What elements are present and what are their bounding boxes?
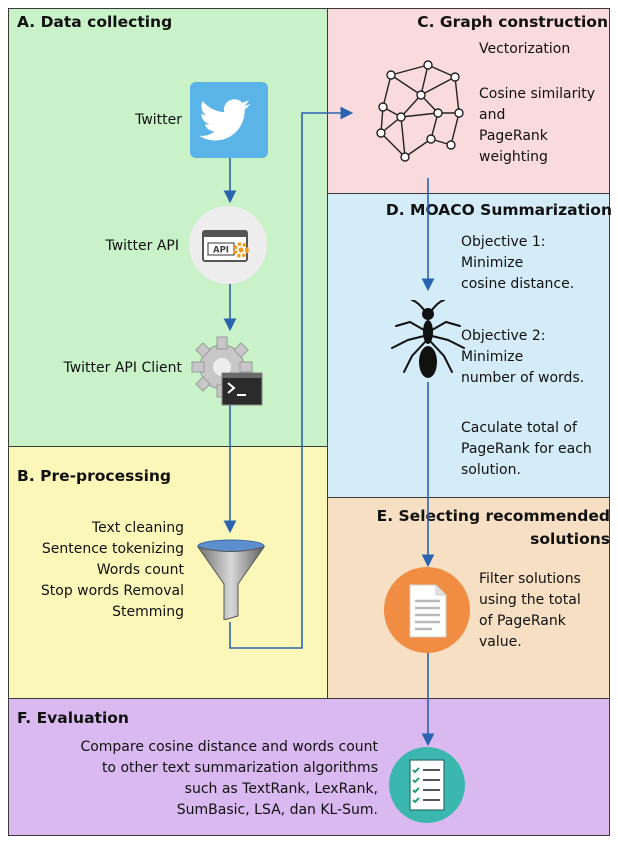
funnel-icon bbox=[196, 539, 266, 620]
objective-1-line-3: cosine distance. bbox=[461, 276, 575, 292]
document-icon bbox=[384, 567, 470, 653]
step-stop-words-removal: Stop words Removal bbox=[40, 583, 184, 599]
checklist-icon bbox=[389, 747, 465, 823]
graph-vectorization: Vectorization bbox=[479, 41, 571, 57]
calc-line-1: Caculate total of bbox=[461, 420, 577, 436]
panel-title-d: D. MOACO Summarization bbox=[385, 201, 612, 219]
step-sentence-tokenizing: Sentence tokenizing bbox=[41, 541, 184, 557]
panel-title-f: F. Evaluation bbox=[17, 709, 129, 727]
objective-2-line-3: number of words. bbox=[461, 370, 585, 386]
panel-selecting-solutions bbox=[327, 497, 610, 700]
calc-line-2: PageRank for each bbox=[461, 441, 592, 457]
eval-line-2: to other text summarization algorithms bbox=[101, 760, 378, 776]
eval-line-3: such as TextRank, LexRank, bbox=[184, 781, 378, 797]
label-twitter-api: Twitter API bbox=[105, 238, 179, 254]
panel-title-c: C. Graph construction bbox=[417, 13, 608, 31]
graph-line-4: weighting bbox=[479, 149, 548, 165]
graph-network-icon bbox=[376, 60, 464, 162]
step-text-cleaning: Text cleaning bbox=[91, 520, 184, 536]
panel-title-e-line2: solutions bbox=[530, 530, 610, 548]
graph-weighting: Cosine similarity and PageRank weighting bbox=[479, 84, 595, 168]
panel-graph-construction bbox=[327, 8, 610, 195]
select-line-1: Filter solutions bbox=[479, 571, 581, 587]
calc-line-3: solution. bbox=[461, 462, 521, 478]
evaluation-description: Compare cosine distance and words count … bbox=[80, 737, 378, 821]
selection-description: Filter solutions using the total of Page… bbox=[479, 569, 581, 653]
objective-1-line-1: Objective 1: bbox=[461, 234, 546, 250]
api-window-icon: API bbox=[189, 206, 267, 284]
select-line-4: value. bbox=[479, 634, 522, 650]
pagerank-calculation: Caculate total of PageRank for each solu… bbox=[461, 418, 592, 481]
select-line-3: of PageRank bbox=[479, 613, 566, 629]
api-badge-text: API bbox=[213, 246, 229, 256]
panel-title-e: E. Selecting recommended bbox=[376, 507, 610, 525]
panel-title-b: B. Pre-processing bbox=[17, 467, 172, 485]
label-twitter: Twitter bbox=[135, 112, 182, 128]
ant-icon bbox=[391, 300, 465, 378]
objective-1-line-2: Minimize bbox=[461, 255, 524, 271]
step-stemming: Stemming bbox=[112, 604, 184, 620]
graph-line-1: Cosine similarity bbox=[479, 86, 596, 102]
preprocess-steps: Text cleaning Sentence tokenizing Words … bbox=[41, 518, 184, 623]
panel-evaluation bbox=[8, 698, 610, 836]
label-twitter-api-client: Twitter API Client bbox=[63, 360, 182, 376]
graph-line-2: and bbox=[479, 107, 506, 123]
panel-data-collecting bbox=[8, 8, 329, 448]
gear-terminal-icon bbox=[191, 336, 263, 406]
eval-line-4: SumBasic, LSA, dan KL-Sum. bbox=[176, 802, 378, 818]
objective-2: Objective 2: Minimize number of words. bbox=[461, 326, 584, 389]
objective-2-line-1: Objective 2: bbox=[461, 328, 546, 344]
eval-line-1: Compare cosine distance and words count bbox=[80, 739, 378, 755]
objective-1: Objective 1: Minimize cosine distance. bbox=[461, 232, 574, 295]
twitter-bird-icon bbox=[190, 82, 268, 158]
objective-2-line-2: Minimize bbox=[461, 349, 524, 365]
step-words-count: Words count bbox=[96, 562, 184, 578]
select-line-2: using the total bbox=[479, 592, 581, 608]
panel-title-a: A. Data collecting bbox=[17, 13, 173, 31]
graph-line-3: PageRank bbox=[479, 128, 548, 144]
